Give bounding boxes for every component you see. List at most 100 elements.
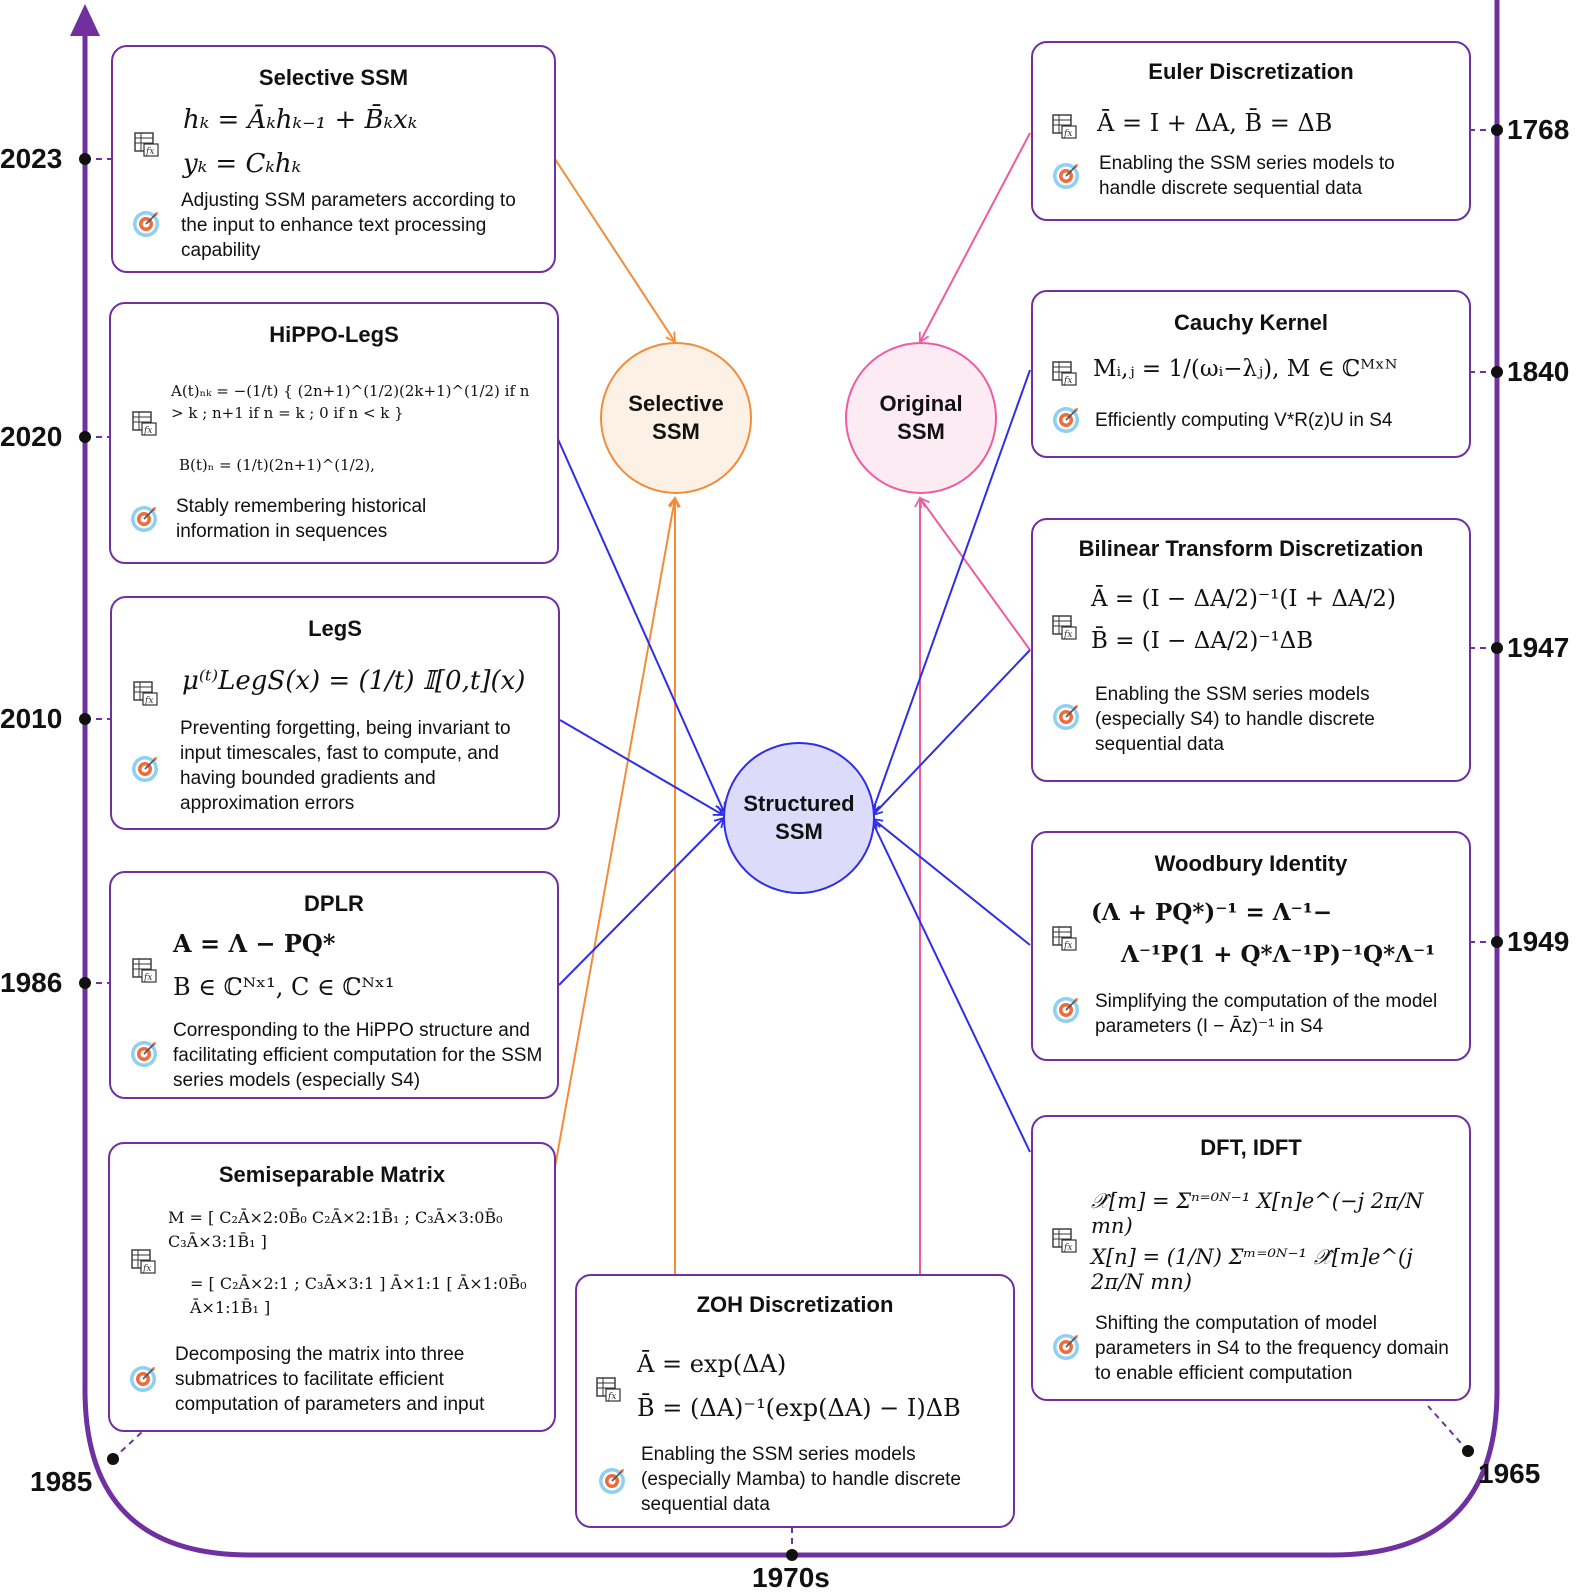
formula-table-icon: fx — [1052, 615, 1077, 640]
card-description: Adjusting SSM parameters according to th… — [181, 190, 516, 261]
svg-text:fx: fx — [145, 147, 154, 157]
card-title: Semiseparable Matrix — [218, 1162, 446, 1187]
arrow-dplr-to-structured-node — [558, 816, 726, 986]
card-legs: LegS fx μ⁽ᵗ⁾LegS(x) = (1/t) 𝕀[0,t](x) Pr… — [110, 596, 560, 830]
year-1768: 1768 — [1507, 114, 1570, 145]
card-description: Enabling the SSM series models (especial… — [641, 1444, 961, 1515]
card-selective-ssm: Selective SSM fx hₖ = Āₖhₖ₋₁ + B̄ₖxₖ yₖ … — [111, 45, 556, 273]
card-woodbury-identity: Woodbury Identity fx (Λ + PQ*)⁻¹ = Λ⁻¹− … — [1031, 831, 1471, 1061]
card-description: Simplifying the computation of the model… — [1095, 991, 1438, 1037]
node-label-line: Structured — [743, 791, 855, 816]
card-cauchy-kernel: Cauchy Kernel fx Mᵢ,ⱼ = 1/(ωᵢ−λⱼ), M ∈ ℂ… — [1031, 290, 1471, 458]
svg-text:fx: fx — [143, 973, 152, 983]
card-description: Corresponding to the HiPPO structure and… — [173, 1020, 543, 1091]
arrow-semiseparable-to-selective-node — [554, 496, 680, 1168]
formula-table-icon: fx — [1052, 926, 1077, 951]
card-dplr: DPLR fx A = Λ − PQ* B ∈ ℂᴺˣ¹, C ∈ ℂᴺˣ¹ C… — [109, 871, 559, 1099]
equation-line: 𝒳̂[m] = Σⁿ⁼⁰ᴺ⁻¹ X[n]e^(−j 2π/N mn) — [1091, 1189, 1424, 1238]
year-1986: 1986 — [0, 967, 63, 998]
target-goal-icon — [1053, 163, 1079, 189]
svg-text:fx: fx — [1063, 376, 1072, 386]
node-label-line: SSM — [652, 419, 700, 444]
card-title: Selective SSM — [258, 65, 409, 90]
card-description: Enabling the SSM series models to handle… — [1099, 153, 1395, 199]
equation-line: A(t)ₙₖ = −(1/t) { (2n+1)^(1/2)(2k+1)^(1/… — [171, 382, 530, 422]
node-label-line: SSM — [897, 419, 945, 444]
formula-table-icon: fx — [133, 681, 158, 706]
equation-line: B̄ = (ΔA)⁻¹(exp(ΔA) − I)ΔB — [637, 1394, 961, 1422]
equation-line: B ∈ ℂᴺˣ¹, C ∈ ℂᴺˣ¹ — [173, 973, 395, 1001]
card-title: DPLR — [304, 891, 364, 916]
card-dft-idft: DFT, IDFT fx 𝒳̂[m] = Σⁿ⁼⁰ᴺ⁻¹ X[n]e^(−j 2… — [1031, 1115, 1471, 1401]
formula-table-icon: fx — [1052, 1228, 1077, 1253]
year-2010: 2010 — [0, 703, 63, 734]
formula-table-icon: fx — [132, 411, 157, 436]
formula-table-icon: fx — [596, 1377, 621, 1402]
equation-line: Ā = exp(ΔA) — [637, 1350, 787, 1378]
target-goal-icon — [1053, 407, 1079, 433]
equation-line: Mᵢ,ⱼ = 1/(ωᵢ−λⱼ), M ∈ ℂᴹˣᴺ — [1093, 356, 1398, 382]
card-euler-discretization: Euler Discretization fx Ā = I + ΔA, B̄ =… — [1031, 41, 1471, 221]
arrow-selective-to-selective-node — [554, 158, 677, 344]
card-description: Efficiently computing V*R(z)U in S4 — [1095, 410, 1393, 431]
equation-line: Ā = (I − ΔA/2)⁻¹(I + ΔA/2) — [1091, 586, 1396, 612]
card-title: LegS — [308, 616, 362, 641]
year-1949: 1949 — [1507, 926, 1570, 957]
svg-text:fx: fx — [1063, 129, 1072, 139]
target-goal-icon — [1053, 704, 1079, 730]
target-goal-icon — [1053, 1334, 1079, 1360]
formula-table-icon: fx — [131, 1249, 156, 1274]
equation-line: X[n] = (1/N) Σᵐ⁼⁰ᴺ⁻¹ 𝒳̂[m]e^(j 2π/N mn) — [1091, 1245, 1413, 1294]
node-label-line: Selective — [628, 391, 724, 416]
year-1985: 1985 — [30, 1466, 93, 1497]
svg-text:fx: fx — [143, 426, 152, 436]
formula-table-icon: fx — [1052, 361, 1077, 386]
formula-table-icon: fx — [134, 132, 159, 157]
card-title: Euler Discretization — [1148, 59, 1354, 84]
equation-line: M = [ C₂Ā×2:0B̄₀ C₂Ā×2:1B̄₁ ; C₃Ā×3:0B̄₀… — [168, 1208, 503, 1251]
card-title: DFT, IDFT — [1200, 1135, 1302, 1160]
equation-line: B̄ = (I − ΔA/2)⁻¹ΔB — [1091, 628, 1314, 654]
equation-line: yₖ = Cₖhₖ — [183, 149, 302, 179]
card-zoh-discretization: ZOH Discretization fx Ā = exp(ΔA) B̄ = (… — [575, 1274, 1015, 1528]
card-title: HiPPO-LegS — [269, 322, 399, 347]
equation-line: μ⁽ᵗ⁾LegS(x) = (1/t) 𝕀[0,t](x) — [182, 666, 526, 696]
formula-table-icon: fx — [132, 958, 157, 983]
equation-line: Λ⁻¹P(1 + Q*Λ⁻¹P)⁻¹Q*Λ⁻¹ — [1121, 941, 1436, 968]
card-bilinear-transform: Bilinear Transform Discretization fx Ā =… — [1031, 518, 1471, 782]
target-goal-icon — [132, 756, 158, 782]
arrow-hippo-to-structured-node — [556, 436, 726, 814]
card-description: Stably remembering historical informatio… — [176, 496, 427, 542]
equation-line: Ā = I + ΔA, B̄ = ΔB — [1097, 109, 1333, 137]
arrow-bilinear-to-original-node — [918, 496, 1031, 651]
card-description: Decomposing the matrix into three submat… — [175, 1344, 485, 1415]
arrow-woodbury-to-structured-node — [871, 817, 1031, 946]
card-hippo-legs: HiPPO-LegS fx A(t)ₙₖ = −(1/t) { (2n+1)^(… — [109, 302, 559, 564]
equation-line: = [ C₂Ā×2:1 ; C₃Ā×3:1 ] Ā×1:1 [ Ā×1:0B̄₀… — [190, 1274, 527, 1317]
card-title: Woodbury Identity — [1154, 851, 1348, 876]
card-title: Bilinear Transform Discretization — [1078, 536, 1424, 561]
equation-line: B(t)ₙ = (1/t)(2n+1)^(1/2), — [179, 456, 375, 474]
year-1970s: 1970s — [752, 1562, 830, 1593]
node-label-line: Original — [879, 391, 963, 416]
formula-table-icon: fx — [1052, 114, 1077, 139]
equation-line: (Λ + PQ*)⁻¹ = Λ⁻¹− — [1091, 899, 1333, 926]
svg-text:fx: fx — [144, 696, 153, 706]
year-2020: 2020 — [0, 421, 63, 452]
target-goal-icon — [131, 506, 157, 532]
target-goal-icon — [133, 211, 159, 237]
arrow-bilinear-to-structured-node — [871, 649, 1031, 817]
card-description: Shifting the computation of model parame… — [1095, 1313, 1449, 1384]
arrow-legs-to-structured-node — [559, 719, 725, 816]
card-description: Preventing forgetting, being invariant t… — [180, 718, 511, 814]
year-1840: 1840 — [1507, 356, 1570, 387]
svg-text:fx: fx — [142, 1264, 151, 1274]
svg-text:fx: fx — [1063, 941, 1072, 951]
svg-text:fx: fx — [1063, 1243, 1072, 1253]
node-label-line: SSM — [775, 819, 823, 844]
arrow-euler-to-original-node — [918, 132, 1031, 344]
equation-line: hₖ = Āₖhₖ₋₁ + B̄ₖxₖ — [183, 105, 418, 135]
